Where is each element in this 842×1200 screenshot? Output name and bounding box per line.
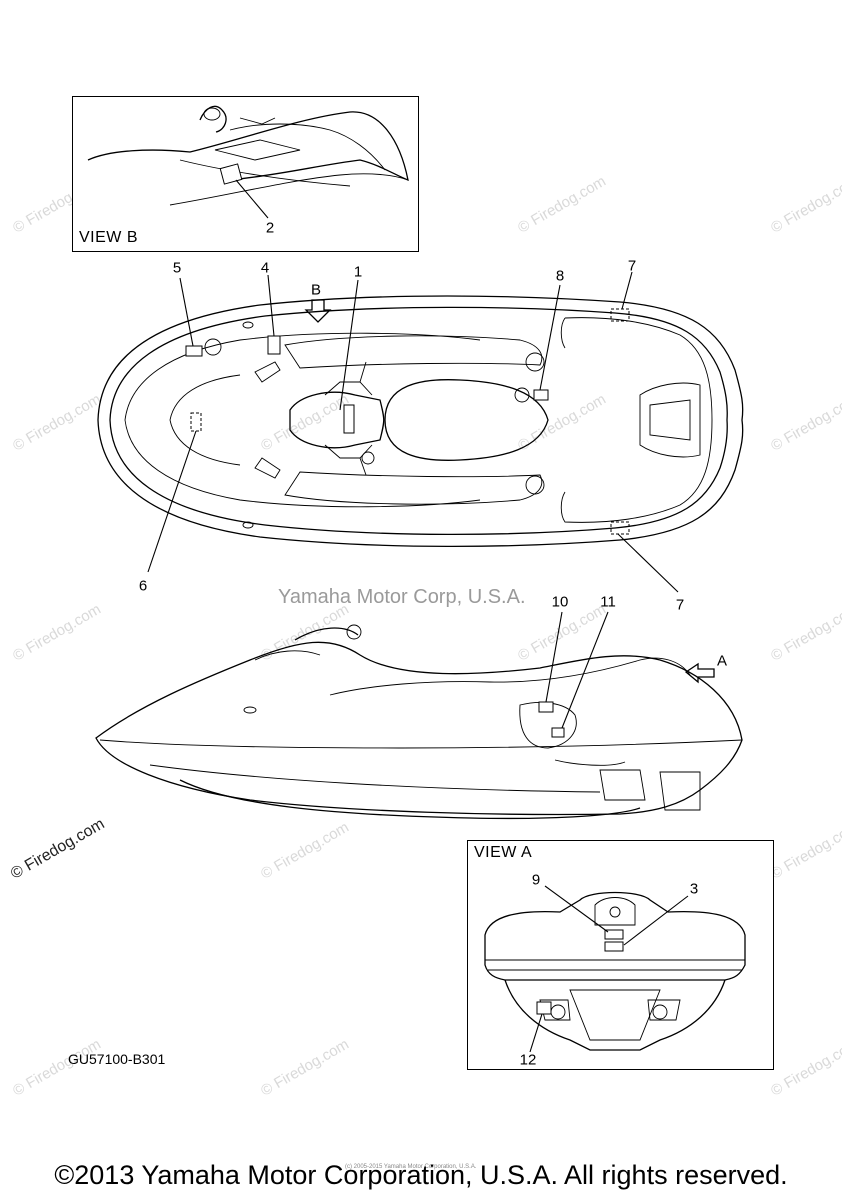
top-view-drawing <box>97 295 744 548</box>
view-a-panel: VIEW A <box>467 840 774 1070</box>
callout-4: 4 <box>260 259 270 277</box>
callout-11: 11 <box>600 593 616 611</box>
center-watermark: Yamaha Motor Corp, U.S.A. <box>278 586 526 608</box>
callout-1: 1 <box>353 263 363 281</box>
callout-10: 10 <box>551 593 569 611</box>
callout-5: 5 <box>172 259 182 277</box>
diagram-code: GU57100-B301 <box>68 1051 166 1067</box>
callout-3: 3 <box>689 880 699 898</box>
callout-6: 6 <box>138 577 148 595</box>
callout-7-bottom: 7 <box>675 596 685 614</box>
callout-2: 2 <box>265 219 275 237</box>
callout-7-top: 7 <box>627 257 637 275</box>
footer-copyright: ©2013 Yamaha Motor Corporation, U.S.A. A… <box>54 1160 788 1190</box>
view-a-arrow-label: A <box>716 652 728 670</box>
callout-9: 9 <box>531 871 541 889</box>
callout-8: 8 <box>555 267 565 285</box>
tiny-copyright: (c) 2005-2015 Yamaha Motor Corporation, … <box>345 1164 477 1170</box>
view-a-drawing <box>484 891 746 1051</box>
view-b-drawing <box>87 105 409 219</box>
view-b-arrow-label: B <box>310 281 322 299</box>
callout-12: 12 <box>519 1051 537 1069</box>
side-view-drawing <box>95 624 743 820</box>
view-b-title: VIEW B <box>79 229 139 246</box>
view-a-title: VIEW A <box>474 844 533 861</box>
